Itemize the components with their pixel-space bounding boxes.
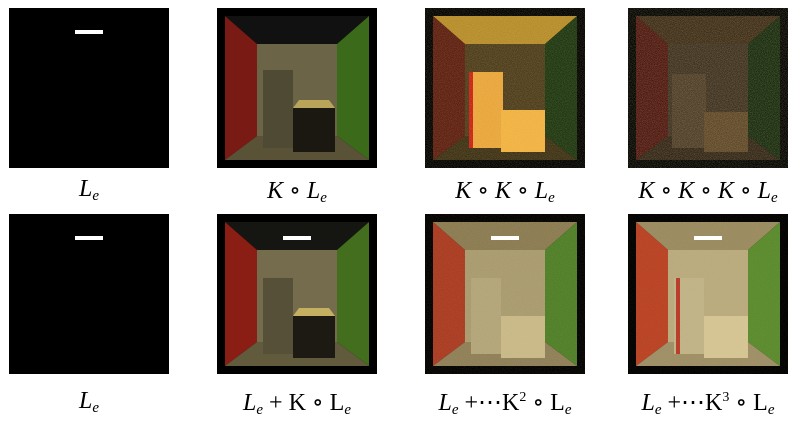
caption: K ∘ K ∘ Le: [455, 178, 555, 206]
render-image: [628, 8, 788, 168]
render-image: [217, 8, 377, 168]
render-image: [217, 214, 377, 374]
caption: Le +⋯K2 ∘ Le: [438, 390, 572, 418]
render-image: [9, 8, 169, 168]
caption: Le: [78, 388, 100, 416]
render-image: [628, 214, 788, 374]
light-source: [283, 236, 311, 240]
caption: Le: [78, 176, 100, 204]
caption: K ∘ K ∘ K ∘ Le: [638, 178, 778, 206]
caption: K ∘ Le: [267, 178, 327, 206]
render-image: [425, 214, 585, 374]
light-source: [75, 236, 103, 240]
caption: Le + K ∘ Le: [243, 390, 351, 418]
caption: Le +⋯K3 ∘ Le: [641, 390, 775, 418]
light-source: [75, 30, 103, 34]
render-image: [425, 8, 585, 168]
render-image: [9, 214, 169, 374]
